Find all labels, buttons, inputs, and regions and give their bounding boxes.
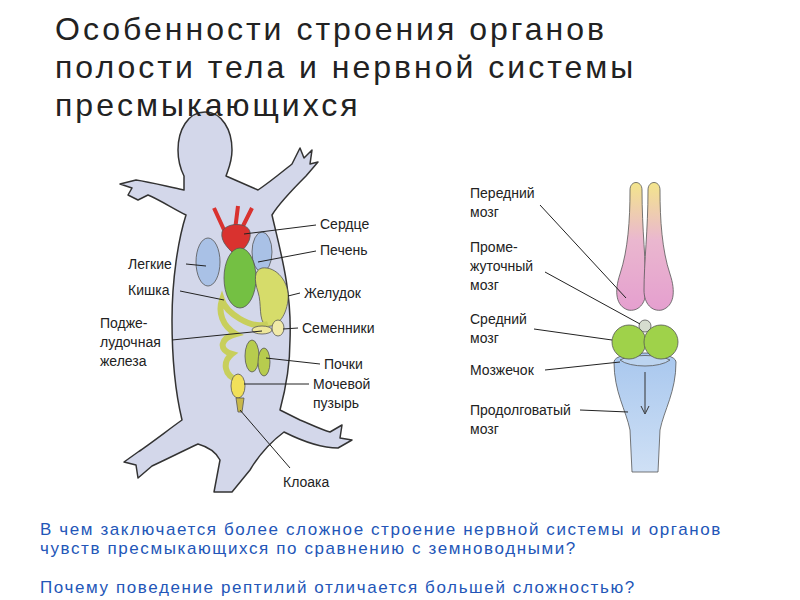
pancreas <box>252 326 272 334</box>
forebrain-lobe <box>617 183 646 311</box>
leader-line <box>283 328 298 329</box>
leader-line <box>240 410 290 468</box>
leader-line <box>540 205 626 298</box>
organ-label: Мочевой пузырь <box>313 375 393 413</box>
organ-label: Легкие <box>128 255 172 274</box>
forebrain-lobe <box>644 183 673 311</box>
organ-label: Семенники <box>302 319 375 338</box>
leader-line <box>266 358 320 364</box>
leader-line <box>534 329 612 340</box>
brain-label: Продолговатый мозг <box>470 401 580 439</box>
leader-line <box>580 410 628 412</box>
question-text: В чем заключается более сложное строение… <box>40 520 752 558</box>
organ-label: Почки <box>324 355 363 374</box>
organs <box>196 206 288 412</box>
brain-label: Проме- жуточный мозг <box>470 238 550 295</box>
cloaca <box>236 398 244 412</box>
question-text: Почему поведение рептилий отличается бол… <box>40 578 780 597</box>
leader-line <box>258 251 316 262</box>
organ-label: Желудок <box>304 284 361 303</box>
leader-line <box>288 293 300 296</box>
lung <box>196 238 220 286</box>
leader-line <box>186 264 206 266</box>
organ-label: Подже- лудочная железа <box>100 314 176 371</box>
brain <box>612 183 678 473</box>
organ-label: Сердце <box>320 215 369 234</box>
midbrain <box>644 325 678 359</box>
brain-label: Мозжечок <box>470 361 534 380</box>
midbrain <box>612 325 646 359</box>
organ-label: Кишка <box>128 281 169 300</box>
title: Особенности строения органов полости тел… <box>55 10 745 124</box>
kidney <box>258 348 270 376</box>
leader-line <box>545 272 640 324</box>
leader-line <box>172 331 262 340</box>
liver <box>224 248 256 308</box>
testis <box>272 320 284 336</box>
leader-line <box>545 362 620 370</box>
organ-label: Клоака <box>283 473 329 492</box>
brain-label: Передний мозг <box>470 184 560 222</box>
bladder <box>231 374 245 398</box>
leader-line <box>244 225 316 234</box>
medulla <box>614 353 676 472</box>
lizard-body <box>120 112 352 492</box>
kidney <box>245 340 259 372</box>
stomach <box>255 268 288 326</box>
canal <box>641 372 649 414</box>
leader-line <box>180 291 224 300</box>
leader-line <box>244 384 309 385</box>
brain-label: Средний мозг <box>470 310 550 348</box>
leader-lines <box>172 205 640 468</box>
organ-label: Печень <box>320 241 368 260</box>
